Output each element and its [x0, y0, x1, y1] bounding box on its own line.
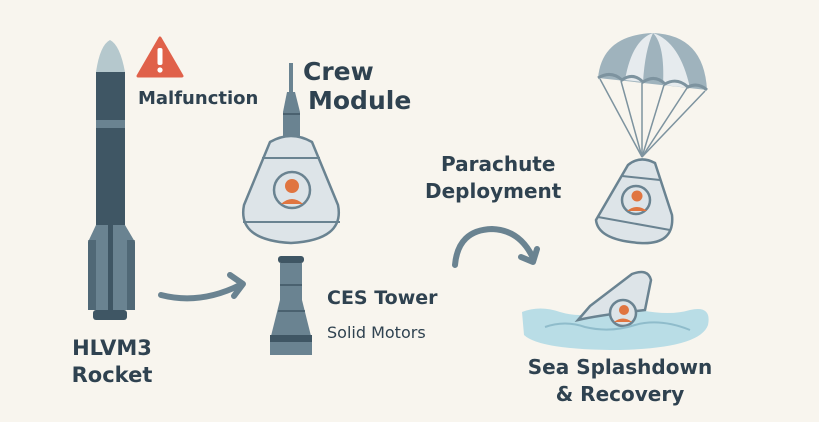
parachute-label-2: Deployment: [425, 179, 562, 203]
crew-module-label-1: Crew: [303, 57, 374, 86]
parachute-label-1: Parachute: [441, 152, 556, 176]
crew-module-icon: [241, 63, 341, 245]
ces-tower-icon: [270, 256, 312, 355]
solid-motors-label: Solid Motors: [327, 323, 426, 342]
parachute-icon: [597, 33, 708, 158]
warning-icon: [136, 36, 184, 78]
rocket-label-2: Rocket: [71, 363, 153, 387]
splashdown-label-1: Sea Splashdown: [527, 355, 713, 379]
rocket-icon: [88, 40, 135, 320]
curved-arrow-icon: [452, 226, 540, 268]
malfunction-label: Malfunction: [138, 88, 259, 109]
rocket-label-1: HLVM3: [72, 336, 152, 360]
crew-module-label-2: Module: [308, 86, 412, 115]
capsule-icon: [594, 158, 674, 245]
splashdown-icon: [522, 270, 709, 350]
arrow-icon: [158, 272, 246, 302]
ces-tower-label: CES Tower: [327, 287, 438, 309]
splashdown-label-2: & Recovery: [555, 382, 685, 406]
